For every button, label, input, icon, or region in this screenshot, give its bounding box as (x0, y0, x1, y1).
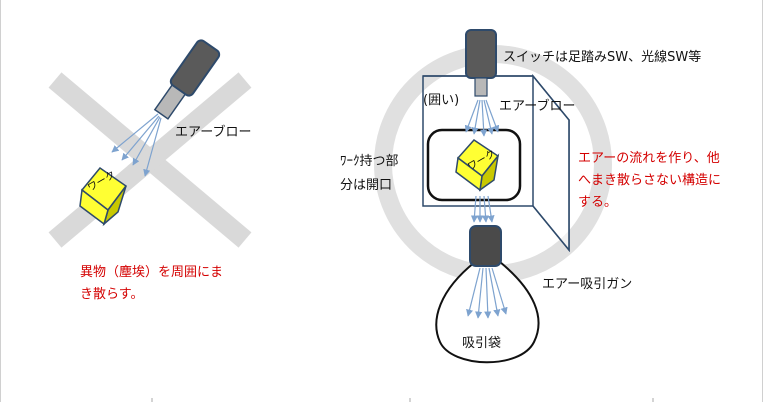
left-blower-label: エアーブロー (175, 125, 252, 140)
right-blower-label: エアーブロー (499, 99, 576, 114)
left-nozzle-tip (153, 84, 187, 120)
right-note-line2: へまき散らさない構造に (578, 173, 722, 188)
left-air-flow (111, 113, 162, 177)
left-work-cube (79, 166, 128, 227)
suction-gun (469, 225, 502, 267)
left-air-nozzle (153, 39, 221, 120)
right-nozzle-body (465, 29, 497, 79)
right-note-line3: する。 (578, 195, 618, 210)
right-air-nozzle (465, 29, 497, 97)
bag-air-flow (466, 267, 508, 319)
switch-label: スイッチは足踏みSW、光線SW等 (503, 50, 702, 65)
bottom-ticks (151, 398, 654, 402)
suction-gun-label: エアー吸引ガン (542, 277, 633, 292)
right-air-flow-down (470, 195, 495, 223)
bag-label: 吸引袋 (462, 336, 502, 351)
right-work-cube (455, 139, 500, 192)
right-note-line1: エアーの流れを作り、他 (578, 151, 720, 166)
left-note-line2: き散らす。 (80, 287, 144, 302)
opening-label-line1: ﾜｰｸ持つ部 (340, 154, 399, 169)
opening-label-line2: 分は開口 (340, 178, 393, 193)
right-nozzle-tip (474, 77, 488, 97)
right-air-flow-top (464, 99, 500, 137)
enclosure-label: (囲い) (423, 93, 460, 108)
left-note-line1: 異物（塵埃）を周囲にま (80, 265, 224, 280)
